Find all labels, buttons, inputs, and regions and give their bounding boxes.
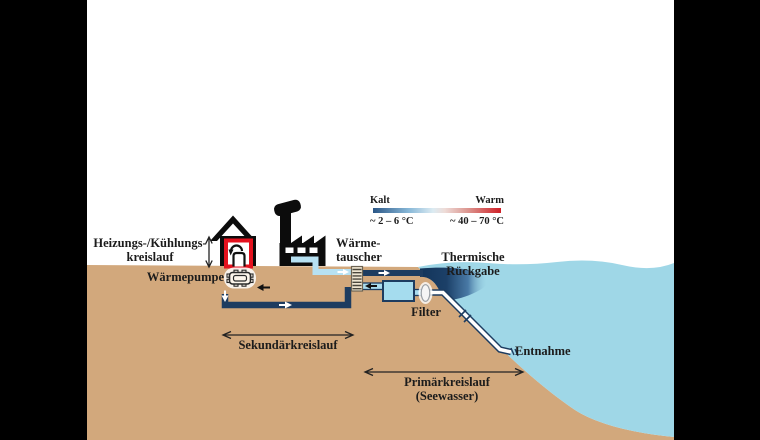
diagram-canvas [87, 199, 674, 440]
legend-gradient-bar [373, 208, 501, 213]
secondary-circuit-arrow [221, 330, 355, 340]
legend-cold-label: Kalt [370, 195, 390, 206]
ground-sand [87, 265, 674, 440]
heating-loop [224, 238, 253, 269]
letterbox-left [0, 0, 87, 440]
temperature-legend: Kalt Warm ~ 2 – 6 °C ~ 40 – 70 °C [370, 195, 504, 227]
measure-arrows [205, 235, 525, 377]
label-heat-pump: Wärmepumpe [146, 270, 224, 284]
label-thermal-return: Thermische Rückgabe [441, 250, 505, 278]
label-heating-cooling-line1: Heizungs-/Kühlungs- [93, 236, 207, 250]
lake-water [418, 260, 674, 437]
diagram-scene: Heizungs-/Kühlungs- kreislauf Wärmepumpe… [87, 0, 674, 440]
heating-circuit-arrow [205, 235, 213, 269]
label-heat-exchanger-line1: Wärme- [336, 236, 381, 250]
label-primary-circuit-line1: Primärkreislauf [404, 375, 490, 389]
pump-icon [418, 282, 433, 304]
label-intake: Entnahme [515, 344, 571, 358]
label-heating-cooling-circuit: Heizungs-/Kühlungs- kreislauf [89, 236, 211, 264]
letterbox-right [674, 0, 760, 440]
filter-box [382, 280, 415, 302]
flow-arrows [221, 269, 390, 309]
legend-warm-label: Warm [475, 195, 504, 206]
rotation-arrow-icon [228, 244, 244, 256]
label-primary-circuit-line2: (Seewasser) [415, 389, 479, 403]
primary-circuit-arrow [363, 367, 525, 377]
label-secondary-circuit: Sekundärkreislauf [238, 338, 338, 352]
thermal-plume [420, 267, 487, 300]
intake-pipe [429, 289, 519, 357]
heat-pump-icon [224, 267, 256, 289]
label-primary-circuit: Primärkreislauf (Seewasser) [375, 375, 519, 403]
factory-icon [274, 199, 326, 266]
door-icon [232, 251, 246, 267]
legend-cold-range: ~ 2 – 6 °C [370, 216, 414, 227]
label-heating-cooling-line2: kreislauf [126, 249, 174, 264]
legend-warm-range: ~ 40 – 70 °C [450, 216, 504, 227]
heat-exchanger-icon [350, 265, 364, 292]
label-filter: Filter [411, 305, 441, 319]
label-heat-exchanger: Wärme- tauscher [336, 236, 406, 264]
label-heat-exchanger-line2: tauscher [336, 249, 382, 264]
